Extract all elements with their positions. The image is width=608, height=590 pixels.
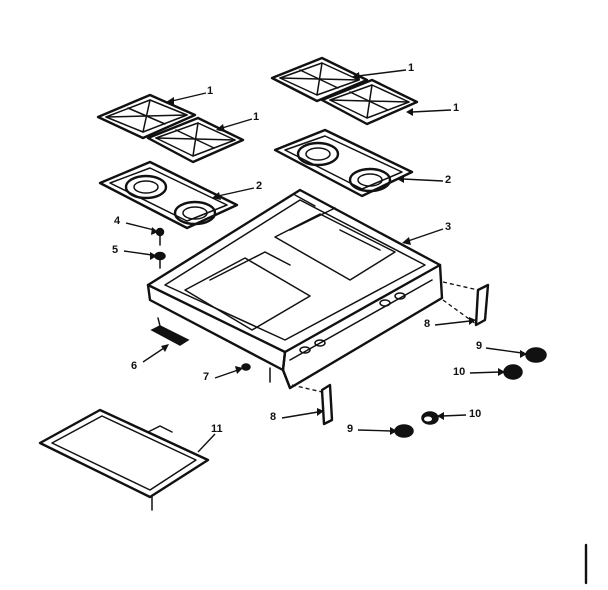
callout-9-right-knob: 9: [476, 340, 483, 352]
callout-7-clip: 7: [203, 371, 210, 383]
callout-1-left-rear-grate: 1: [207, 85, 214, 97]
screw-part-4: [155, 227, 165, 246]
bracket-part-6: [150, 317, 190, 346]
drip-pan-left: [98, 160, 239, 230]
side-bracket-right: [442, 281, 490, 327]
callout-3-cooktop: 3: [445, 221, 452, 233]
burner-grate-right-rear: [270, 56, 369, 103]
callout-8-right-bracket: 8: [424, 318, 431, 330]
callout-5-grommet: 5: [112, 244, 119, 256]
callout-2-left-drip-pan: 2: [256, 180, 263, 192]
burner-grate-left-front: [146, 116, 245, 164]
callout-8-front-bracket: 8: [270, 411, 277, 423]
callout-11-tray: 11: [211, 423, 223, 435]
callout-4-screw: 4: [114, 215, 121, 227]
control-knob-right: [525, 347, 547, 363]
callout-1-right-front-grate: 1: [453, 102, 460, 114]
drip-pan-right: [273, 128, 414, 198]
callout-1-right-rear-grate: 1: [408, 62, 415, 74]
control-knob-front: [394, 424, 414, 438]
knob-insert-right: [503, 364, 523, 380]
callout-2-right-drip-pan: 2: [445, 174, 452, 186]
callout-9-front-knob: 9: [347, 423, 354, 435]
burner-grate-right-front: [320, 78, 419, 126]
burner-grate-left-rear: [96, 93, 197, 140]
callout-6-bracket: 6: [131, 360, 138, 372]
callout-10-right-insert: 10: [453, 366, 466, 378]
side-bracket-front: [291, 383, 334, 426]
tray-part-11: [38, 408, 210, 511]
clip-part-7: [241, 363, 251, 371]
callout-10-front-insert: 10: [469, 408, 482, 420]
knob-insert-front: [421, 411, 439, 425]
callout-1-left-front-grate: 1: [253, 111, 260, 123]
leader-lines: [123, 69, 527, 453]
grommet-part-5: [154, 251, 166, 269]
cooktop-main-top: [146, 188, 444, 390]
